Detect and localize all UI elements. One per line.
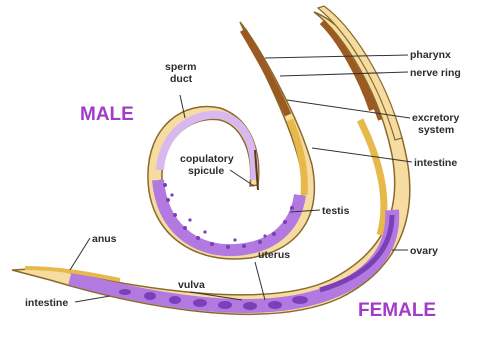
anus-label: anus	[92, 233, 117, 245]
nerve-ring-label: nerve ring	[410, 67, 461, 79]
excretory-label-2: system	[418, 124, 454, 136]
ovary-label: ovary	[410, 245, 438, 257]
sperm-duct-label-2: duct	[170, 73, 193, 85]
female-intestine	[360, 120, 384, 235]
male-label: MALE	[80, 104, 134, 125]
testis-label: testis	[322, 205, 350, 217]
intestine-right-label: intestine	[414, 157, 457, 169]
female-label: FEMALE	[358, 300, 436, 321]
excretory-label-1: excretory	[412, 112, 459, 124]
pharynx-label: pharynx	[410, 49, 451, 61]
copulatory-label-2: spicule	[188, 165, 224, 177]
copulatory-label-1: copulatory	[180, 153, 234, 165]
uterus-label: uterus	[258, 249, 290, 261]
male-pharynx	[243, 30, 288, 115]
vulva-label: vulva	[178, 279, 205, 291]
intestine-left-label: intestine	[25, 297, 68, 309]
male-intestine	[290, 120, 304, 195]
sperm-duct-label-1: sperm	[165, 61, 197, 73]
